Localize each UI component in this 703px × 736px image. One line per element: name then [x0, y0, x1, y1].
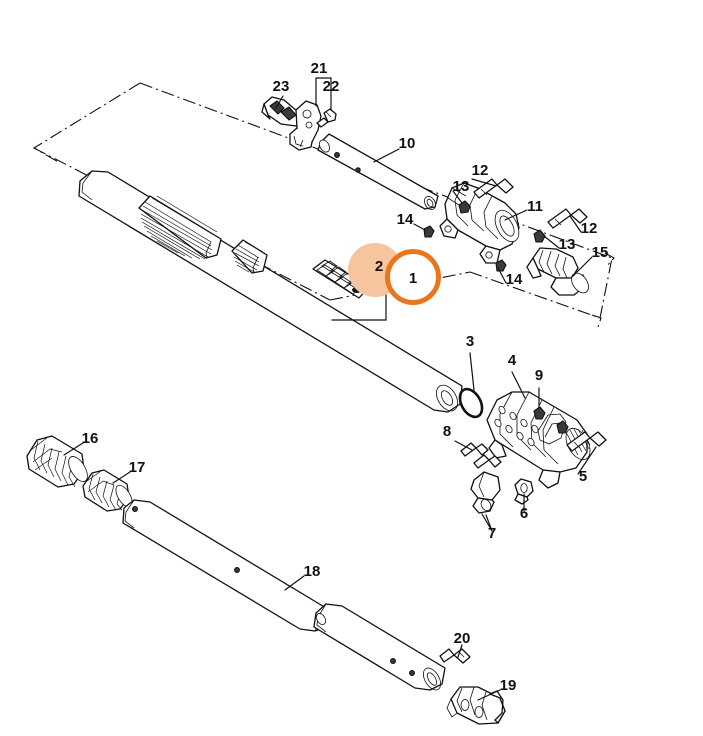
- callout-13-upper: 13: [453, 178, 470, 195]
- part-bracket-7: [470, 471, 501, 514]
- callout-10: 10: [399, 135, 416, 152]
- part-lever-15: [526, 247, 589, 296]
- part-screw-5: [566, 431, 607, 452]
- callout-13-lower: 13: [559, 236, 576, 253]
- part-screw-12-upper: [473, 178, 514, 199]
- callout-17: 17: [129, 459, 146, 476]
- callout-6: 6: [520, 505, 528, 522]
- part-nut-14-upper: [423, 225, 435, 238]
- callout-20: 20: [454, 630, 471, 647]
- part-nut-6: [514, 478, 534, 505]
- callout-18: 18: [304, 563, 321, 580]
- part-housing-4: [486, 391, 591, 489]
- callout-22: 22: [323, 78, 340, 95]
- part-nut-13-lower: [533, 229, 546, 243]
- callout-21: 21: [311, 60, 328, 77]
- callout-8: 8: [443, 423, 451, 440]
- callout-14-lower: 14: [506, 271, 523, 288]
- callout-7: 7: [488, 525, 496, 542]
- part-coupler-11: [439, 182, 520, 264]
- callout-23: 23: [273, 78, 290, 95]
- callout-9: 9: [535, 367, 543, 384]
- leader-lines: [63, 77, 597, 701]
- callout-19: 19: [500, 677, 517, 694]
- part-nut-13-upper: [458, 200, 471, 214]
- part-lower-tube-18: [122, 499, 332, 632]
- callout-14-upper: 14: [397, 211, 414, 228]
- part-screw-8: [460, 442, 502, 469]
- part-screw-12-lower: [547, 208, 588, 229]
- part-throttle-screw-22: [316, 108, 337, 128]
- callout-4: 4: [508, 352, 517, 369]
- callout-2: 2: [375, 258, 383, 275]
- highlight-marker-1[interactable]: [385, 249, 441, 305]
- part-lower-tube-18b: [313, 603, 446, 691]
- callout-11: 11: [527, 198, 543, 215]
- callout-1: 1: [409, 270, 417, 287]
- part-throttle-lever-21: [289, 100, 322, 151]
- callout-5: 5: [579, 468, 587, 485]
- callout-labels: 1 2 3 4 5 6 7 8 9 10 11 12 12 13 13 14 1…: [82, 60, 609, 694]
- callout-15: 15: [592, 244, 609, 261]
- part-inner-tube-10: [317, 133, 439, 210]
- part-end-clamp-19: [446, 686, 506, 725]
- part-grip-16: [26, 435, 88, 488]
- part-washer-9: [533, 406, 569, 434]
- part-o-ring-3: [458, 387, 484, 419]
- callout-16: 16: [82, 430, 99, 447]
- callout-12-lower: 12: [581, 220, 598, 237]
- callout-3: 3: [466, 333, 474, 350]
- callout-12-upper: 12: [472, 162, 489, 179]
- part-upper-drive-tube: [78, 170, 463, 413]
- part-nut-14-lower: [495, 259, 507, 272]
- part-screw-20: [439, 648, 471, 664]
